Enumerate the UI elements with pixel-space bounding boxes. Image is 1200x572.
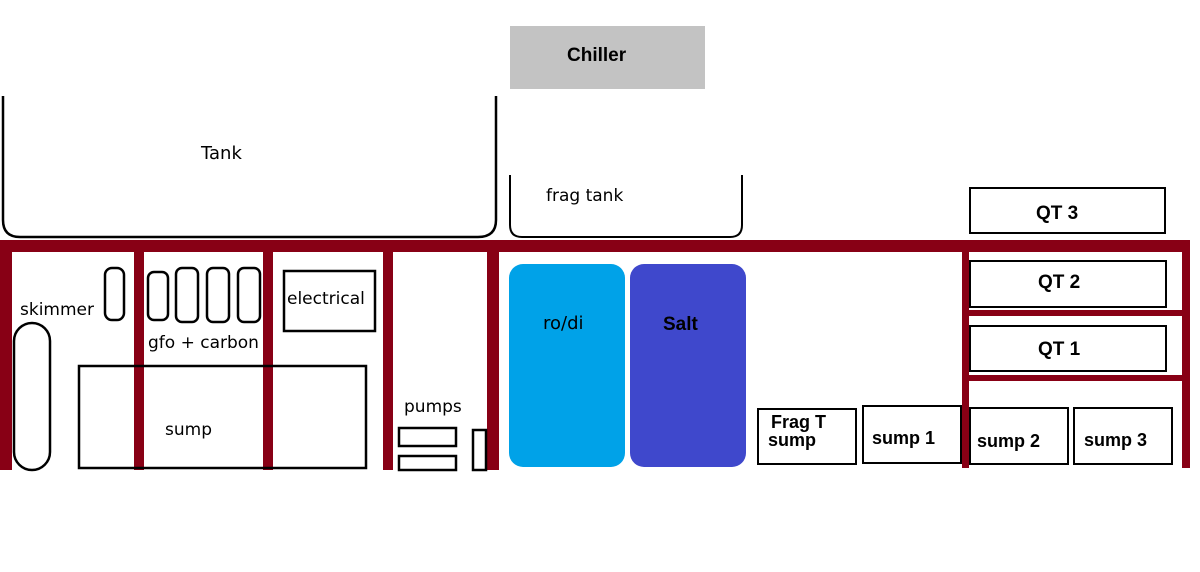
qt2-box — [969, 260, 1167, 308]
rodi-label: ro/di — [543, 313, 584, 334]
electrical-label: electrical — [287, 289, 365, 309]
stand-frame — [0, 240, 1190, 470]
sump3-label: sump 3 — [1084, 430, 1148, 450]
reactor-2 — [174, 266, 200, 324]
skimmer-reactor — [103, 266, 126, 322]
stand-post-4 — [383, 240, 393, 470]
salt-container — [630, 264, 746, 467]
skimmer-body — [12, 321, 52, 472]
sump2-box — [969, 407, 1069, 465]
sump1-box — [862, 405, 962, 464]
frag-t-sump-label-line1: Frag T — [771, 412, 827, 432]
reactor-1 — [146, 270, 170, 322]
skimmer-label: skimmer — [20, 300, 94, 320]
chiller-label: Chiller — [567, 45, 627, 66]
qt2-label: QT 2 — [1038, 272, 1081, 293]
stand-shelf-1 — [962, 310, 1190, 316]
sump3-box — [1073, 407, 1173, 465]
rodi-container — [509, 264, 625, 467]
qt1-box — [969, 325, 1167, 372]
sump-label: sump — [165, 420, 212, 440]
pump-1 — [397, 426, 458, 448]
stand-post-5 — [487, 240, 499, 470]
electrical-box — [282, 269, 377, 333]
pump-3 — [471, 428, 488, 472]
pump-2 — [397, 454, 458, 472]
reactor-3 — [205, 266, 231, 324]
pumps-label: pumps — [404, 397, 462, 417]
display-tank — [1, 96, 498, 239]
stand-top-beam — [0, 240, 1190, 252]
salt-label: Salt — [663, 314, 698, 335]
stand-post-3 — [263, 240, 273, 470]
frag-tank — [509, 175, 743, 238]
qt3-box — [969, 187, 1166, 234]
gfo-carbon-label: gfo + carbon — [148, 333, 259, 353]
tank-label: Tank — [201, 143, 242, 164]
sump1-label: sump 1 — [872, 428, 936, 448]
reactor-4 — [236, 266, 262, 324]
stand-shelf-2 — [962, 375, 1190, 381]
qt1-label: QT 1 — [1038, 339, 1081, 360]
sump-box — [77, 364, 368, 470]
stand-post-7 — [1182, 240, 1190, 468]
sump2-label: sump 2 — [977, 431, 1041, 451]
stand-post-6 — [962, 240, 969, 468]
frag-t-sump-box — [757, 408, 857, 465]
stand-post-2 — [134, 240, 144, 470]
stand-post-1 — [0, 240, 12, 470]
frag-tank-label: frag tank — [546, 186, 624, 206]
chiller-box — [510, 26, 705, 89]
frag-t-sump-label-line2: sump — [768, 430, 817, 450]
qt3-label: QT 3 — [1036, 203, 1079, 224]
